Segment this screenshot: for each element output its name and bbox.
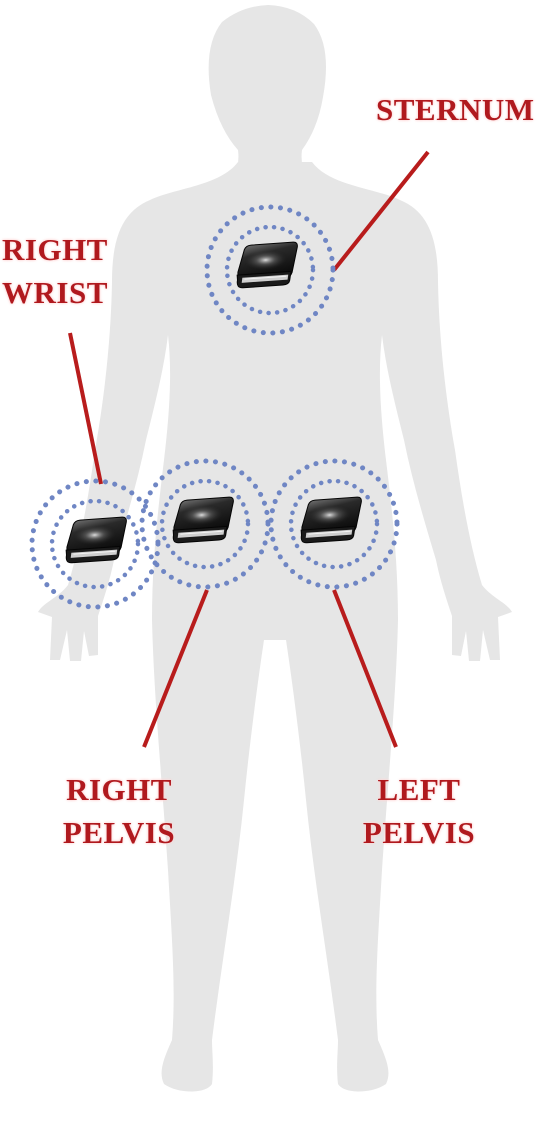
- label-right-pelvis: RIGHT PELVIS: [56, 768, 182, 854]
- label-right-pelvis-line1: RIGHT: [66, 772, 172, 807]
- signal-rings-left-pelvis: [268, 458, 400, 590]
- signal-rings-right-wrist: [29, 478, 161, 610]
- leader-lines: [68, 150, 430, 748]
- human-silhouette: [38, 5, 512, 1092]
- label-right-wrist-line2: WRIST: [2, 275, 108, 310]
- label-sternum: STERNUM: [376, 88, 535, 131]
- leader-line-right-pelvis: [142, 589, 209, 748]
- label-sternum-line1: STERNUM: [376, 92, 535, 127]
- signal-rings: [29, 204, 400, 610]
- label-right-wrist: RIGHT WRIST: [2, 228, 108, 314]
- imu-sensor-icon: [63, 516, 130, 564]
- leader-line-left-pelvis: [332, 589, 398, 748]
- label-right-pelvis-line2: PELVIS: [62, 815, 176, 850]
- label-right-wrist-line1: RIGHT: [2, 232, 108, 267]
- silhouette-head: [208, 5, 326, 178]
- leader-line-sternum: [332, 150, 430, 272]
- label-left-pelvis: LEFT PELVIS: [356, 768, 482, 854]
- signal-rings-right-pelvis: [139, 458, 271, 590]
- signal-rings-sternum: [204, 204, 336, 336]
- label-left-pelvis-line1: LEFT: [377, 772, 461, 807]
- label-left-pelvis-line2: PELVIS: [362, 815, 476, 850]
- silhouette-body: [38, 162, 512, 1092]
- leader-line-right-wrist: [68, 332, 103, 485]
